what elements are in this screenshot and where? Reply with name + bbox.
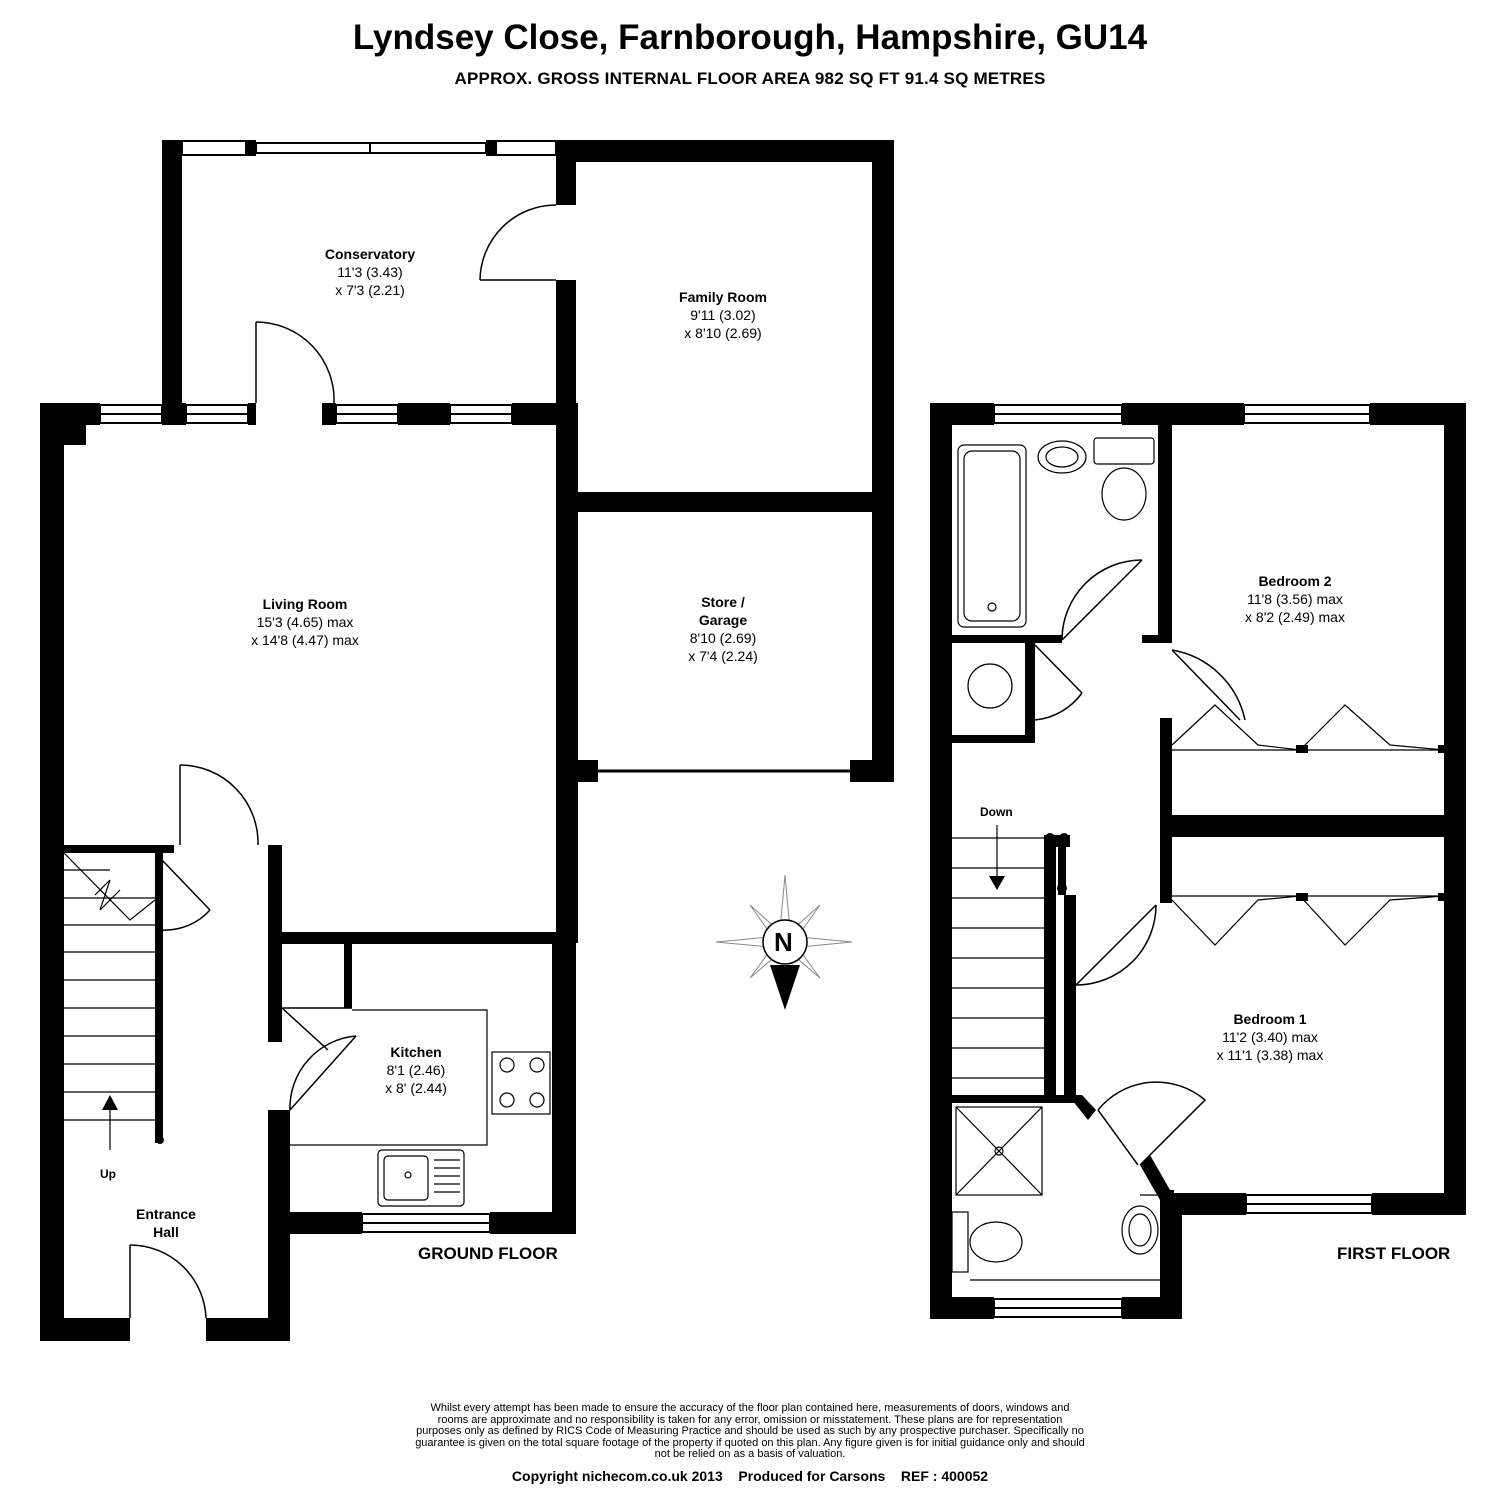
room-family-room: Family Room 9'11 (3.02) x 8'10 (2.69) bbox=[643, 288, 803, 342]
stairs-up-label: Up bbox=[100, 1167, 116, 1181]
room-living-room: Living Room 15'3 (4.65) max x 14'8 (4.47… bbox=[205, 595, 405, 649]
first-floor-windows bbox=[993, 404, 1373, 1318]
ground-stairs bbox=[63, 852, 156, 1150]
room-name: Entrance bbox=[136, 1206, 196, 1222]
room-dimension: 9'11 (3.02) bbox=[690, 307, 756, 323]
room-dimension: 8'10 (2.69) bbox=[689, 630, 757, 646]
room-dimension: 15'3 (4.65) max bbox=[256, 614, 354, 630]
room-name: Bedroom 2 bbox=[1258, 573, 1332, 589]
room-name: Conservatory bbox=[324, 246, 416, 262]
disclaimer-line: guarantee is given on the total square f… bbox=[415, 1436, 1085, 1449]
room-bedroom-1: Bedroom 1 11'2 (3.40) max x 11'1 (3.38) … bbox=[1190, 1010, 1350, 1064]
room-dimension: x 11'1 (3.38) max bbox=[1216, 1047, 1324, 1063]
up-arrow-icon bbox=[102, 1095, 118, 1110]
room-kitchen: Kitchen 8'1 (2.46) x 8' (2.44) bbox=[346, 1043, 486, 1097]
disclaimer-line: purposes only as defined by RICS Code of… bbox=[416, 1425, 1084, 1437]
room-name: Bedroom 1 bbox=[1233, 1011, 1307, 1027]
stairs-down-label: Down bbox=[980, 805, 1013, 819]
room-dimension: x 8'10 (2.69) bbox=[684, 325, 762, 341]
ground-floor-windows bbox=[99, 140, 850, 1233]
room-entrance-hall: Entrance Hall bbox=[106, 1205, 226, 1241]
disclaimer-line: rooms are approximate and no responsibil… bbox=[437, 1413, 1063, 1426]
room-dimension: 11'3 (3.43) bbox=[337, 264, 403, 280]
floor-area-subtitle: APPROX. GROSS INTERNAL FLOOR AREA 982 SQ… bbox=[454, 69, 1046, 88]
compass-icon bbox=[715, 874, 853, 1010]
room-dimension: 11'2 (3.40) max bbox=[1222, 1029, 1318, 1045]
disclaimer-line: Whilst every attempt has been made to en… bbox=[430, 1402, 1070, 1414]
first-floor-walls bbox=[930, 403, 1466, 1319]
room-name: Hall bbox=[153, 1224, 179, 1240]
bathroom-fittings bbox=[951, 437, 1160, 1281]
ground-floor-walls bbox=[40, 140, 894, 1341]
first-stairs bbox=[952, 825, 1044, 1079]
down-arrow-icon bbox=[989, 876, 1005, 890]
room-name: Living Room bbox=[262, 596, 348, 612]
room-dimension: 8'1 (2.46) bbox=[386, 1062, 446, 1078]
room-dimension: x 7'4 (2.24) bbox=[688, 648, 758, 664]
room-name: Family Room bbox=[679, 289, 767, 305]
room-name: Garage bbox=[698, 612, 748, 628]
room-store-garage: Store / Garage 8'10 (2.69) x 7'4 (2.24) bbox=[643, 593, 803, 665]
ground-floor-doors bbox=[129, 204, 557, 1319]
copyright-line: Copyright nichecom.co.uk 2013 Produced f… bbox=[511, 1468, 989, 1484]
room-dimension: x 14'8 (4.47) max bbox=[251, 632, 359, 648]
ground-floor-label: GROUND FLOOR bbox=[418, 1244, 558, 1263]
kitchen-fittings bbox=[282, 1009, 551, 1207]
room-dimension: x 8'2 (2.49) max bbox=[1245, 609, 1345, 625]
disclaimer-line: not be relied on as a basis of valuation… bbox=[654, 1448, 846, 1460]
disclaimer: Whilst every attempt has been made to en… bbox=[340, 1402, 1160, 1461]
page-title: Lyndsey Close, Farnborough, Hampshire, G… bbox=[352, 18, 1148, 57]
first-floor-doors bbox=[1034, 559, 1246, 1166]
room-name: Kitchen bbox=[390, 1044, 442, 1060]
room-conservatory: Conservatory 11'3 (3.43) x 7'3 (2.21) bbox=[290, 245, 450, 299]
room-dimension: x 7'3 (2.21) bbox=[335, 282, 405, 298]
room-bedroom-2: Bedroom 2 11'8 (3.56) max x 8'2 (2.49) m… bbox=[1215, 572, 1375, 626]
room-dimension: 11'8 (3.56) max bbox=[1247, 591, 1343, 607]
room-name: Store / bbox=[701, 594, 745, 610]
first-floor-label: FIRST FLOOR bbox=[1337, 1244, 1451, 1263]
room-dimension: x 8' (2.44) bbox=[385, 1080, 447, 1096]
compass-north-label: N bbox=[774, 927, 793, 957]
